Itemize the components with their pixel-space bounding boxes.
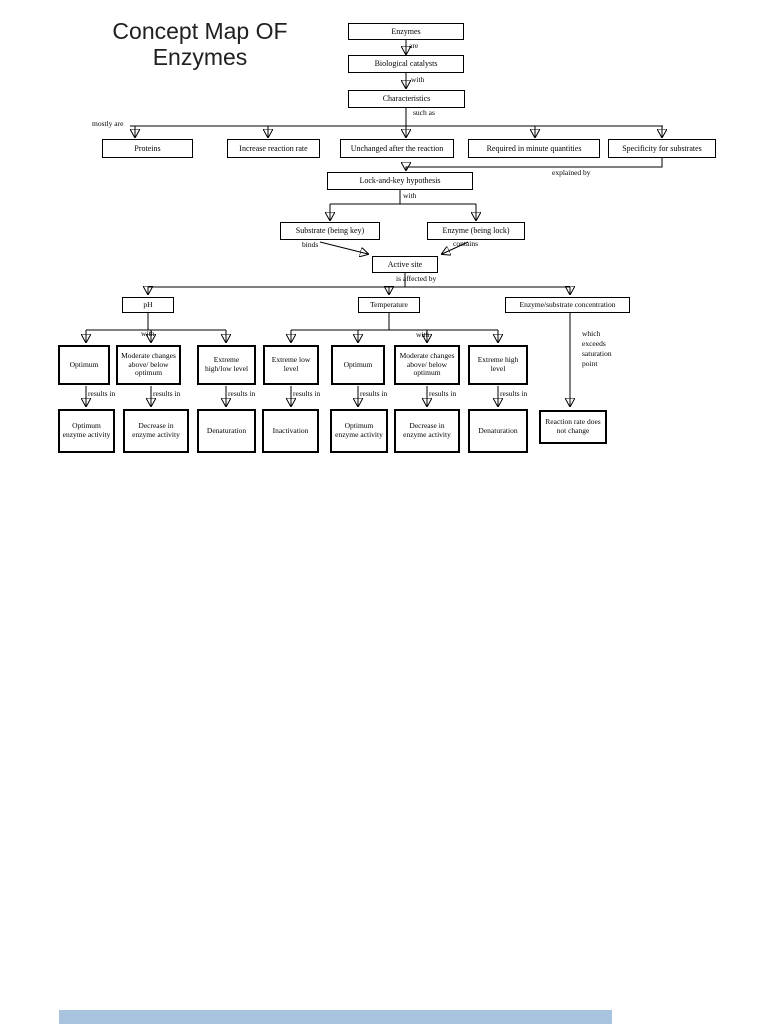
- edge-label-with-ph: with: [141, 329, 155, 338]
- node-required-minute-quantities: Required in minute quantities: [468, 139, 600, 158]
- node-unchanged-after-reaction: Unchanged after the reaction: [340, 139, 454, 158]
- node-increase-reaction-rate: Increase reaction rate: [227, 139, 320, 158]
- edge-label-mostly-are: mostly are: [92, 119, 124, 128]
- node-result-inactivation: Inactivation: [262, 409, 319, 453]
- edge-label-explained-by: explained by: [552, 168, 591, 177]
- edge-label-results-in-4: results in: [293, 389, 321, 398]
- node-result-reaction-rate: Reaction rate does not change: [539, 410, 607, 444]
- edge-label-results-in-2: results in: [153, 389, 181, 398]
- node-result-decrease-activity-temp: Decrease in enzyme activity: [394, 409, 460, 453]
- page-title: Concept Map OF Enzymes: [70, 18, 330, 70]
- node-result-optimum-activity-ph: Optimum enzyme activity: [58, 409, 115, 453]
- edge-label-results-in-5: results in: [360, 389, 388, 398]
- edge-label-such-as: such as: [413, 108, 435, 117]
- edge-label-results-in-3: results in: [228, 389, 256, 398]
- node-temperature: Temperature: [358, 297, 420, 313]
- edge-label-results-in-1: results in: [88, 389, 116, 398]
- node-proteins: Proteins: [102, 139, 193, 158]
- node-substrate-key: Substrate (being key): [280, 222, 380, 240]
- node-enzyme-substrate-concentration: Enzyme/substrate concentration: [505, 297, 630, 313]
- edge-label-with-hypothesis: with: [403, 191, 417, 200]
- node-lock-and-key: Lock-and-key hypothesis: [327, 172, 473, 190]
- edge-label-binds: binds: [302, 240, 319, 249]
- edge-label-are: are: [409, 41, 419, 50]
- edge-label-which-exceeds: which exceeds saturation point: [582, 329, 612, 369]
- node-result-denaturation-temp: Denaturation: [468, 409, 528, 453]
- node-result-decrease-activity-ph: Decrease in enzyme activity: [123, 409, 189, 453]
- edge-label-is-affected-by: is affected by: [396, 274, 437, 283]
- node-enzyme-lock: Enzyme (being lock): [427, 222, 525, 240]
- title-line2: Enzymes: [152, 44, 248, 70]
- node-characteristics: Characteristics: [348, 90, 465, 108]
- edge-label-results-in-7: results in: [500, 389, 528, 398]
- node-ph-moderate-changes: Moderate changes above/ below optimum: [116, 345, 181, 385]
- node-temp-extreme-high: Extreme high level: [468, 345, 528, 385]
- edge-label-contains: contains: [453, 239, 478, 248]
- node-ph-optimum: Optimum: [58, 345, 110, 385]
- node-biological-catalysts: Biological catalysts: [348, 55, 464, 73]
- node-temp-optimum: Optimum: [331, 345, 385, 385]
- node-result-optimum-activity-temp: Optimum enzyme activity: [330, 409, 388, 453]
- node-enzymes: Enzymes: [348, 23, 464, 40]
- node-result-denaturation-ph: Denaturation: [197, 409, 256, 453]
- edge-label-with-characteristics: with: [411, 75, 425, 84]
- edge-label-with-temperature: with: [416, 330, 430, 339]
- node-temp-moderate-changes: Moderate changes above/ below optimum: [394, 345, 460, 385]
- node-ph: pH: [122, 297, 174, 313]
- title-line1: Concept Map OF: [112, 18, 288, 44]
- connector-lines: [0, 40, 768, 470]
- edge-label-results-in-6: results in: [429, 389, 457, 398]
- node-specificity-substrates: Specificity for substrates: [608, 139, 716, 158]
- node-temp-extreme-low: Extreme low level: [263, 345, 319, 385]
- horizontal-scrollbar-thumb[interactable]: [59, 1010, 612, 1024]
- node-active-site: Active site: [372, 256, 438, 273]
- node-ph-extreme-level: Extreme high/low level: [197, 345, 256, 385]
